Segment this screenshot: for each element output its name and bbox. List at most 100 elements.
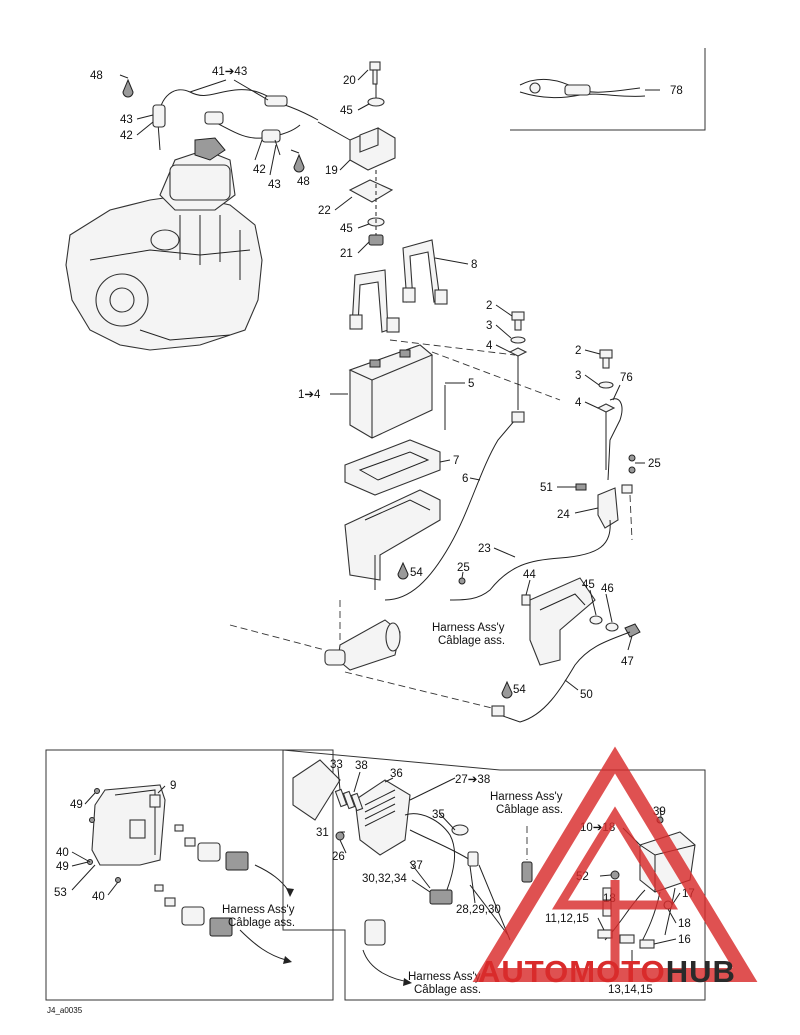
lubricant-drop-icon: [293, 153, 305, 173]
callout-2: 2: [575, 345, 581, 357]
battery-support: [344, 489, 441, 590]
callout-76: 76: [620, 372, 633, 384]
svg-text:AUTOMOTOHUB: AUTOMOTOHUB: [478, 954, 736, 989]
callout-48: 48: [297, 176, 310, 188]
callout-6: 6: [462, 473, 468, 485]
callout-4: 4: [575, 397, 582, 409]
leader-lines: [71, 69, 681, 982]
harness-label-en: Harness Ass'y: [408, 971, 481, 983]
nut-25-b: [628, 466, 636, 474]
cable-23: [449, 519, 611, 601]
callout-36: 36: [390, 768, 403, 780]
callout-78: 78: [670, 85, 683, 97]
callout-9: 9: [170, 780, 176, 792]
callout-18: 18: [678, 918, 691, 930]
cable-tool: [519, 78, 646, 99]
callout-2: 2: [486, 300, 492, 312]
nut-25-a: [628, 454, 636, 462]
callout-46: 46: [601, 583, 614, 595]
engine-drawing: [65, 137, 263, 351]
ignition-coil: [317, 121, 396, 171]
callout-24: 24: [557, 509, 570, 521]
watermark-logo: [472, 746, 758, 982]
battery-straps: [349, 239, 448, 333]
harness-label-fr: Câblage ass.: [228, 917, 295, 929]
electronic-module-9: [91, 784, 166, 866]
hose-assembly: [152, 89, 319, 156]
callout-22: 22: [318, 205, 331, 217]
callout-25: 25: [648, 458, 661, 470]
callout-37: 37: [410, 860, 423, 872]
callout-51: 51: [540, 482, 553, 494]
battery-tray: [344, 439, 441, 496]
callout-19: 19: [325, 165, 338, 177]
washer-45-top: [367, 97, 385, 107]
callout-42: 42: [253, 164, 266, 176]
callout-50: 50: [580, 689, 593, 701]
callout-40: 40: [92, 891, 105, 903]
bolt-washer-stack-right: [596, 349, 616, 470]
callout-5: 5: [468, 378, 474, 390]
part-labels: 48 41➔43 43 42 42 43 48 20 45 19 22 45 2…: [47, 66, 695, 1015]
solenoid-bracket: [575, 483, 633, 529]
cable-76: [607, 398, 623, 481]
callout-49: 49: [70, 799, 83, 811]
starter-motor: [324, 619, 401, 671]
bolt-washer-stack-left: [508, 311, 528, 410]
callout-8: 8: [471, 259, 477, 271]
callout-4: 4: [486, 340, 493, 352]
harness-label-fr: Câblage ass.: [496, 804, 563, 816]
bolt-20: [369, 61, 381, 85]
watermark-brand-c: HUB: [666, 954, 736, 989]
callout-43: 43: [120, 114, 133, 126]
lubricant-drop-icon: [501, 680, 513, 699]
callout-26: 26: [332, 851, 345, 863]
harness-label-en: Harness Ass'y: [432, 622, 505, 634]
lubricant-drop-icon: [122, 78, 134, 98]
arrow-icon: [283, 956, 292, 964]
callout-25: 25: [457, 562, 470, 574]
callout-7: 7: [453, 455, 459, 467]
callout-21: 21: [340, 248, 353, 260]
callout-23: 23: [478, 543, 491, 555]
frame-left: [45, 749, 334, 1001]
callout-40: 40: [56, 847, 69, 859]
callout-49: 49: [56, 861, 69, 873]
lubricant-drop-icon: [397, 561, 409, 580]
harness-label-fr: Câblage ass.: [414, 984, 481, 996]
callout-13-15: 13,14,15: [608, 984, 653, 996]
connector-group-upper: [174, 824, 249, 871]
callout-30-34: 30,32,34: [362, 873, 407, 885]
callout-33: 33: [330, 759, 343, 771]
watermark-text: AUTOMOTOHUB: [478, 954, 736, 989]
callout-20: 20: [343, 75, 356, 87]
callout-45: 45: [340, 105, 353, 117]
callout-44: 44: [523, 569, 536, 581]
drawing-reference: J4_a0035: [47, 1006, 83, 1015]
callout-3: 3: [486, 320, 492, 332]
callout-54: 54: [410, 567, 423, 579]
callout-45: 45: [582, 579, 595, 591]
harness-label-fr: Câblage ass.: [438, 635, 505, 647]
harness-connector: [521, 861, 533, 883]
callout-27-38: 27➔38: [455, 774, 490, 786]
callout-41-43: 41➔43: [212, 66, 247, 78]
callout-1-4: 1➔4: [298, 389, 321, 401]
battery: [348, 344, 434, 439]
callout-38: 38: [355, 760, 368, 772]
callout-42: 42: [120, 130, 133, 142]
watermark-brand-a: AUTO: [478, 954, 569, 989]
cable-50: [499, 631, 631, 723]
nut-21: [368, 234, 384, 246]
arrow-icon: [286, 888, 294, 897]
tool-frame: [510, 48, 706, 131]
callout-48: 48: [90, 70, 103, 82]
callout-3: 3: [575, 370, 581, 382]
harness-label-en: Harness Ass'y: [222, 904, 295, 916]
callout-43: 43: [268, 179, 281, 191]
cable-6: [384, 419, 516, 601]
watermark-brand-b: MOTO: [569, 954, 665, 989]
callout-53: 53: [54, 887, 67, 899]
callout-54: 54: [513, 684, 526, 696]
